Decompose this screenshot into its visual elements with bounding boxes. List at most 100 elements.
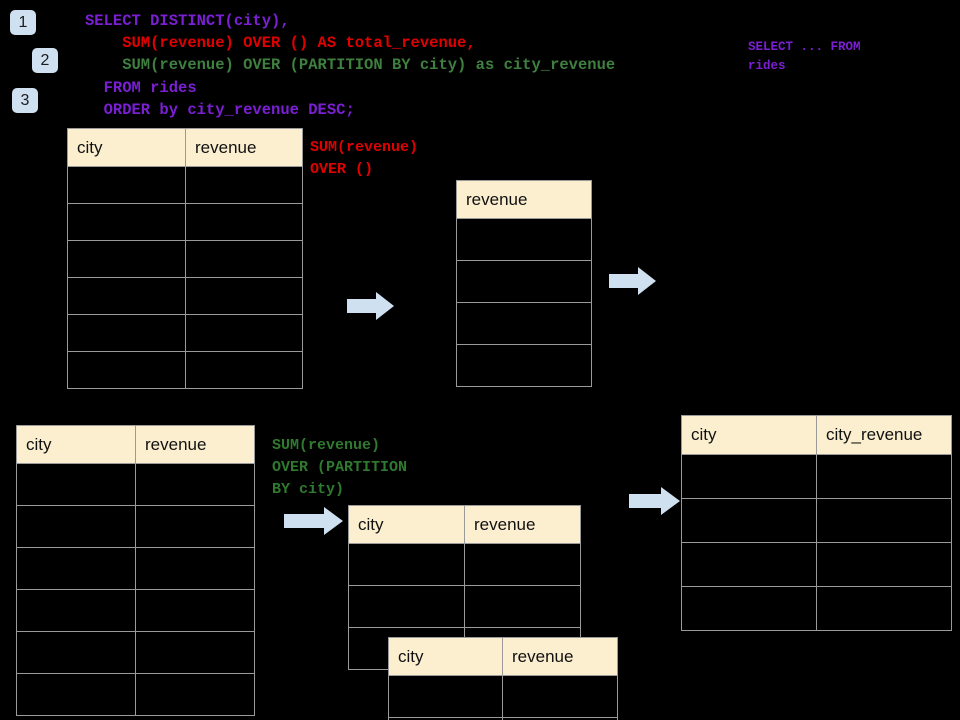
table-row — [681, 454, 952, 499]
cell-city — [67, 351, 186, 389]
table-row — [16, 673, 255, 716]
table-header-row: revenue — [456, 180, 592, 219]
cell-city — [16, 589, 136, 632]
arrow-total-to-result — [609, 267, 656, 295]
table-row — [16, 547, 255, 590]
cell-city-revenue — [816, 454, 952, 499]
cell-city — [67, 166, 186, 204]
rides-source-table-top: city revenue — [67, 128, 303, 389]
cell-city-revenue — [816, 542, 952, 587]
column-header-city: city — [681, 415, 817, 455]
column-header-city: city — [16, 425, 136, 464]
cell-revenue — [456, 344, 592, 387]
table-row — [348, 543, 581, 586]
cell-revenue — [135, 673, 255, 716]
cell-revenue — [502, 675, 618, 718]
cell-revenue — [456, 218, 592, 261]
arrow-source-to-partition — [284, 507, 343, 535]
cell-city — [348, 585, 465, 628]
table-row — [388, 717, 618, 720]
table-row — [456, 260, 592, 303]
annotation-sum-over-empty: SUM(revenue) OVER () — [310, 139, 419, 178]
cell-city — [16, 505, 136, 548]
cell-city-revenue — [816, 586, 952, 631]
cell-revenue — [185, 240, 303, 278]
table-row — [67, 166, 303, 204]
cell-revenue — [456, 260, 592, 303]
column-header-revenue: revenue — [456, 180, 592, 219]
table-row — [681, 498, 952, 543]
cell-city — [681, 586, 817, 631]
table-header-row: city revenue — [16, 425, 255, 464]
sql-line-order-by: ORDER by city_revenue DESC; — [85, 100, 355, 119]
cell-city-revenue — [816, 498, 952, 543]
cell-revenue — [502, 717, 618, 720]
table-row — [456, 218, 592, 261]
column-header-revenue: revenue — [185, 128, 303, 167]
cell-revenue — [456, 302, 592, 345]
cell-city — [16, 463, 136, 506]
sql-line-from: FROM rides — [85, 78, 197, 97]
partition-table-b: city revenue — [388, 637, 618, 720]
arrow-partition-to-result — [629, 487, 680, 515]
step-badge-1: 1 — [10, 10, 36, 35]
table-row — [681, 542, 952, 587]
cell-city — [681, 498, 817, 543]
step-badge-3: 3 — [12, 88, 38, 113]
cell-revenue — [135, 463, 255, 506]
result-table: city city_revenue — [681, 415, 952, 631]
cell-revenue — [185, 203, 303, 241]
sql-line-city-revenue: SUM(revenue) OVER (PARTITION BY city) as… — [85, 56, 616, 74]
table-row — [456, 302, 592, 345]
cell-revenue — [185, 314, 303, 352]
table-row — [456, 344, 592, 387]
cell-revenue — [464, 543, 581, 586]
table-row — [388, 675, 618, 718]
table-header-row: city revenue — [388, 637, 618, 676]
cell-city — [388, 675, 503, 718]
column-header-revenue: revenue — [135, 425, 255, 464]
cell-revenue — [185, 351, 303, 389]
annotation-sum-over-partition: SUM(revenue) OVER (PARTITION BY city) — [272, 437, 408, 498]
cell-city — [681, 454, 817, 499]
table-row — [67, 203, 303, 241]
column-header-revenue: revenue — [464, 505, 581, 544]
table-header-row: city city_revenue — [681, 415, 952, 455]
table-row — [16, 463, 255, 506]
cell-city — [681, 542, 817, 587]
column-header-city: city — [348, 505, 465, 544]
column-header-city: city — [67, 128, 186, 167]
cell-revenue — [185, 166, 303, 204]
cell-city — [16, 631, 136, 674]
cell-city — [16, 673, 136, 716]
table-row — [67, 277, 303, 315]
rides-source-table-bottom: city revenue — [16, 425, 255, 716]
cell-city — [67, 240, 186, 278]
table-row — [348, 585, 581, 628]
cell-revenue — [135, 631, 255, 674]
column-header-city: city — [388, 637, 503, 676]
table-row — [16, 631, 255, 674]
cell-revenue — [135, 589, 255, 632]
column-header-revenue: revenue — [502, 637, 618, 676]
table-header-row: city revenue — [67, 128, 303, 167]
side-note-select-from-rides: SELECT ... FROM rides — [748, 40, 861, 73]
table-row — [67, 314, 303, 352]
cell-revenue — [135, 547, 255, 590]
table-row — [16, 589, 255, 632]
arrow-source-to-total — [347, 292, 394, 320]
step-badge-2: 2 — [32, 48, 58, 73]
table-row — [67, 240, 303, 278]
cell-city — [67, 314, 186, 352]
cell-city — [67, 277, 186, 315]
column-header-city-revenue: city_revenue — [816, 415, 952, 455]
table-row — [16, 505, 255, 548]
cell-city — [348, 543, 465, 586]
cell-city — [67, 203, 186, 241]
total-revenue-table: revenue — [456, 180, 592, 387]
table-row — [681, 586, 952, 631]
cell-revenue — [464, 585, 581, 628]
sql-line-select: SELECT DISTINCT(city), — [85, 12, 290, 30]
table-header-row: city revenue — [348, 505, 581, 544]
